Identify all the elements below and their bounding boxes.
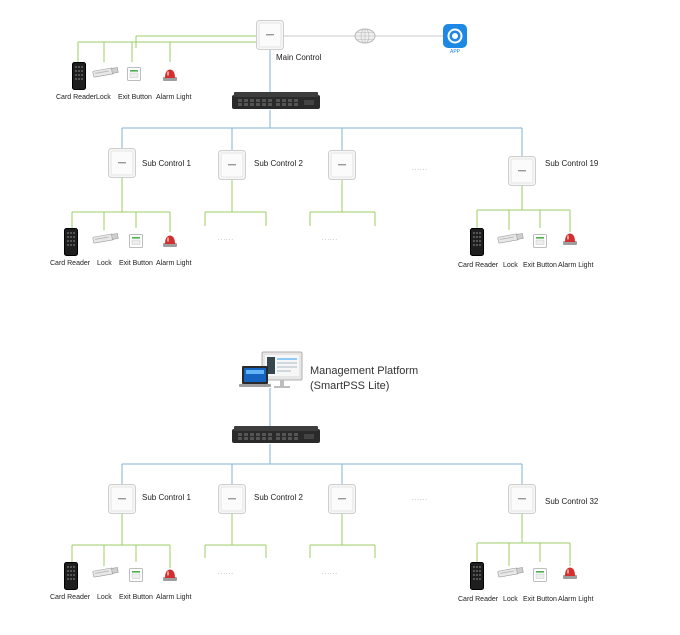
card-reader-label: Card Reader	[458, 596, 499, 603]
network-switch-2	[232, 426, 320, 443]
sub-control-3-device	[328, 150, 356, 180]
sub-control-2-device	[218, 150, 246, 180]
main-control-label: Main Control	[276, 53, 322, 62]
diagram-2	[64, 351, 577, 590]
alarm-light-icon	[563, 233, 577, 245]
switch-1-bus	[121, 110, 523, 156]
management-platform-label: Management Platform	[310, 365, 419, 377]
lock-label: Lock	[96, 94, 111, 101]
card-reader-icon	[72, 62, 86, 90]
card-reader-label: Card Reader	[50, 260, 91, 267]
sub-control-2-label: Sub Control 2	[254, 493, 303, 502]
card-reader-icon	[64, 562, 78, 590]
sub-control-1-wiring	[71, 514, 171, 568]
sub-control-3-wiring	[309, 514, 376, 558]
alarm-light-label: Alarm Light	[156, 94, 192, 101]
exit-button-label: Exit Button	[119, 260, 153, 267]
lock-icon	[497, 232, 524, 244]
network-switch-1	[232, 92, 320, 109]
alarm-light-icon	[563, 567, 577, 579]
alarm-light-label: Alarm Light	[558, 262, 594, 269]
sub-control-3-device	[328, 484, 356, 514]
sub-control-2-device	[218, 484, 246, 514]
main-control-device	[256, 20, 284, 50]
sub-control-1-wiring	[71, 178, 171, 232]
lock-icon	[92, 566, 119, 578]
lock-icon	[92, 66, 119, 78]
exit-button-label: Exit Button	[523, 596, 557, 603]
app-label: APP	[450, 49, 461, 55]
card-reader-icon	[64, 228, 78, 256]
lock-label: Lock	[503, 596, 518, 603]
sub-control-1-device	[108, 484, 136, 514]
ellipsis-more-controllers: ......	[412, 166, 429, 172]
exit-button-icon	[533, 234, 547, 248]
diagram-1	[64, 20, 577, 256]
exit-button-icon	[129, 568, 143, 582]
sub-control-32-label: Sub Control 32	[545, 497, 599, 506]
exit-button-label: Exit Button	[523, 262, 557, 269]
sub-control-1-label: Sub Control 1	[142, 493, 191, 502]
sub-control-3-wiring	[309, 180, 376, 226]
alarm-light-icon	[163, 569, 177, 581]
placeholder-dots: ......	[322, 236, 339, 242]
lock-label: Lock	[503, 262, 518, 269]
card-reader-label: Card Reader	[56, 94, 97, 101]
placeholder-dots: ......	[218, 570, 235, 576]
sub-control-19-label: Sub Control 19	[545, 159, 599, 168]
ellipsis-more-controllers: ......	[412, 496, 429, 502]
main-control-wiring	[77, 35, 257, 62]
management-platform-icon	[239, 351, 303, 388]
sub-control-1-label: Sub Control 1	[142, 159, 191, 168]
alarm-light-icon	[163, 69, 177, 81]
lock-label: Lock	[97, 260, 112, 267]
card-reader-icon	[470, 228, 484, 256]
smartpss-lite-label: (SmartPSS Lite)	[310, 380, 390, 392]
lock-icon	[92, 232, 119, 244]
alarm-light-label: Alarm Light	[558, 596, 594, 603]
sub-control-2-wiring	[204, 514, 267, 558]
exit-button-icon	[127, 67, 141, 81]
app-icon	[443, 24, 467, 48]
exit-button-label: Exit Button	[118, 94, 152, 101]
sub-control-19-wiring	[476, 186, 571, 232]
internet-globe-icon	[354, 28, 376, 44]
alarm-light-icon	[163, 235, 177, 247]
card-reader-label: Card Reader	[50, 594, 91, 601]
sub-control-32-device	[508, 484, 536, 514]
alarm-light-label: Alarm Light	[156, 260, 192, 267]
exit-button-label: Exit Button	[119, 594, 153, 601]
exit-button-icon	[533, 568, 547, 582]
lock-icon	[497, 566, 524, 578]
placeholder-dots: ......	[218, 236, 235, 242]
sub-control-2-wiring	[204, 180, 267, 226]
sub-control-32-wiring	[476, 514, 571, 566]
placeholder-dots: ......	[322, 570, 339, 576]
lock-label: Lock	[97, 594, 112, 601]
sub-control-19-device	[508, 156, 536, 186]
sub-control-1-device	[108, 148, 136, 178]
card-reader-icon	[470, 562, 484, 590]
card-reader-label: Card Reader	[458, 262, 499, 269]
exit-button-icon	[129, 234, 143, 248]
switch-2-bus	[121, 444, 523, 484]
sub-control-2-label: Sub Control 2	[254, 159, 303, 168]
alarm-light-label: Alarm Light	[156, 594, 192, 601]
